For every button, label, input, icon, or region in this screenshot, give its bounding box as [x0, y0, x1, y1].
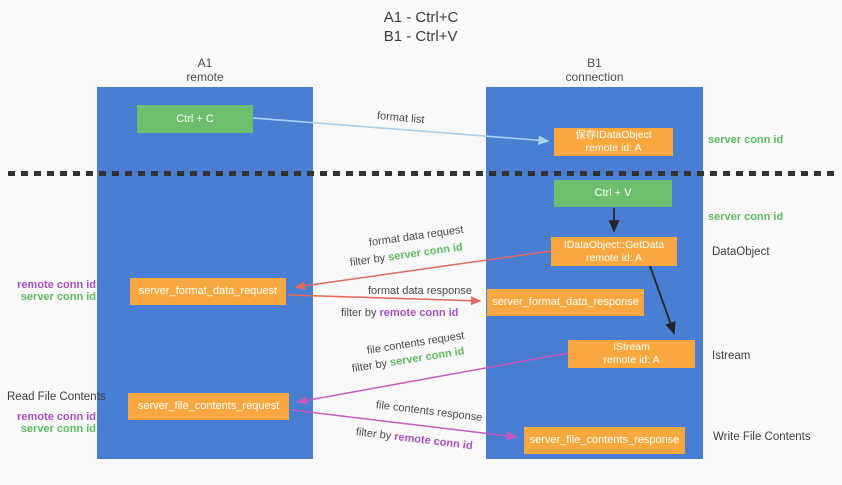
filter-by-text: filter by [349, 252, 386, 269]
lane-a1-name: A1 [197, 56, 213, 70]
node-server-format-data-response: server_format_data_response [487, 289, 644, 316]
filter-by-text: filter by [341, 307, 377, 319]
note-server-conn-id-top: server conn id [708, 134, 784, 146]
node-getdata-line2: remote id: A [585, 251, 643, 264]
label-format-list: format list [376, 110, 426, 127]
node-server-format-data-request: server_format_data_request [130, 278, 286, 305]
node-file-request-label: server_file_contents_request [137, 400, 280, 412]
note-group-file-conn-ids: remote conn id server conn id [10, 411, 96, 435]
filter-by-text: filter by [351, 357, 388, 375]
node-ctrl-v-label: Ctrl + V [594, 187, 632, 199]
label-filter-by-remote-conn-id-2: filter by remote conn id [355, 426, 473, 452]
note-write-file-contents: Write File Contents [713, 431, 811, 443]
node-server-file-contents-response: server_file_contents_response [524, 427, 685, 454]
note-server-conn-id-2: server conn id [20, 423, 96, 435]
label-filter-by-server-conn-id-1: filter by server conn id [349, 241, 463, 269]
node-save-idataobject-line2: remote id: A [585, 142, 642, 154]
filter-remote-conn-id-2: remote conn id [393, 430, 474, 453]
filter-remote-conn-id-1: remote conn id [379, 307, 459, 319]
node-save-idataobject-line1: 保存IDataObject [575, 129, 652, 141]
node-file-response-label: server_file_contents_response [529, 434, 680, 446]
filter-by-text: filter by [355, 426, 392, 443]
node-format-response-label: server_format_data_response [492, 296, 639, 308]
node-ctrl-c: Ctrl + C [137, 105, 253, 133]
note-remote-conn-id-2: remote conn id [17, 411, 96, 423]
node-istream-line2: remote id: A [603, 354, 660, 366]
lane-header-b1: B1 connection [486, 56, 703, 84]
node-format-request-label: server_format_data_request [138, 285, 278, 297]
node-istream: IStream remote id: A [568, 340, 695, 368]
note-server-conn-id-1: server conn id [20, 291, 96, 303]
label-format-data-response: format data response [368, 285, 472, 297]
node-ctrl-v: Ctrl + V [554, 180, 672, 207]
note-istream: Istream [712, 350, 751, 362]
copy-paste-divider-dotted-line [8, 171, 836, 176]
diagram-title: A1 - Ctrl+C B1 - Ctrl+V [0, 8, 842, 46]
label-filter-by-remote-conn-id-1: filter by remote conn id [341, 307, 458, 319]
lane-header-a1: A1 remote [97, 56, 313, 84]
title-line-paste: B1 - Ctrl+V [383, 28, 458, 45]
node-ctrl-c-label: Ctrl + C [176, 112, 214, 125]
node-server-file-contents-request: server_file_contents_request [128, 393, 289, 420]
note-remote-conn-id-1: remote conn id [17, 279, 96, 291]
node-istream-line1: IStream [613, 341, 650, 353]
note-server-conn-id-mid: server conn id [708, 211, 784, 223]
lane-b1-role: connection [565, 70, 624, 84]
title-line-copy: A1 - Ctrl+C [383, 9, 459, 26]
node-save-idataobject: 保存IDataObject remote id: A [554, 128, 673, 156]
label-file-contents-response: file contents response [375, 399, 483, 424]
note-group-format-conn-ids: remote conn id server conn id [10, 279, 96, 303]
lane-b1-name: B1 [587, 56, 602, 70]
note-read-file-contents: Read File Contents [7, 391, 106, 403]
node-idataobject-getdata: IDataObject::GetData remote id: A [551, 237, 677, 266]
lane-a1-role: remote [186, 70, 224, 84]
note-dataobject: DataObject [712, 246, 770, 258]
node-getdata-line1: IDataObject::GetData [563, 238, 665, 251]
